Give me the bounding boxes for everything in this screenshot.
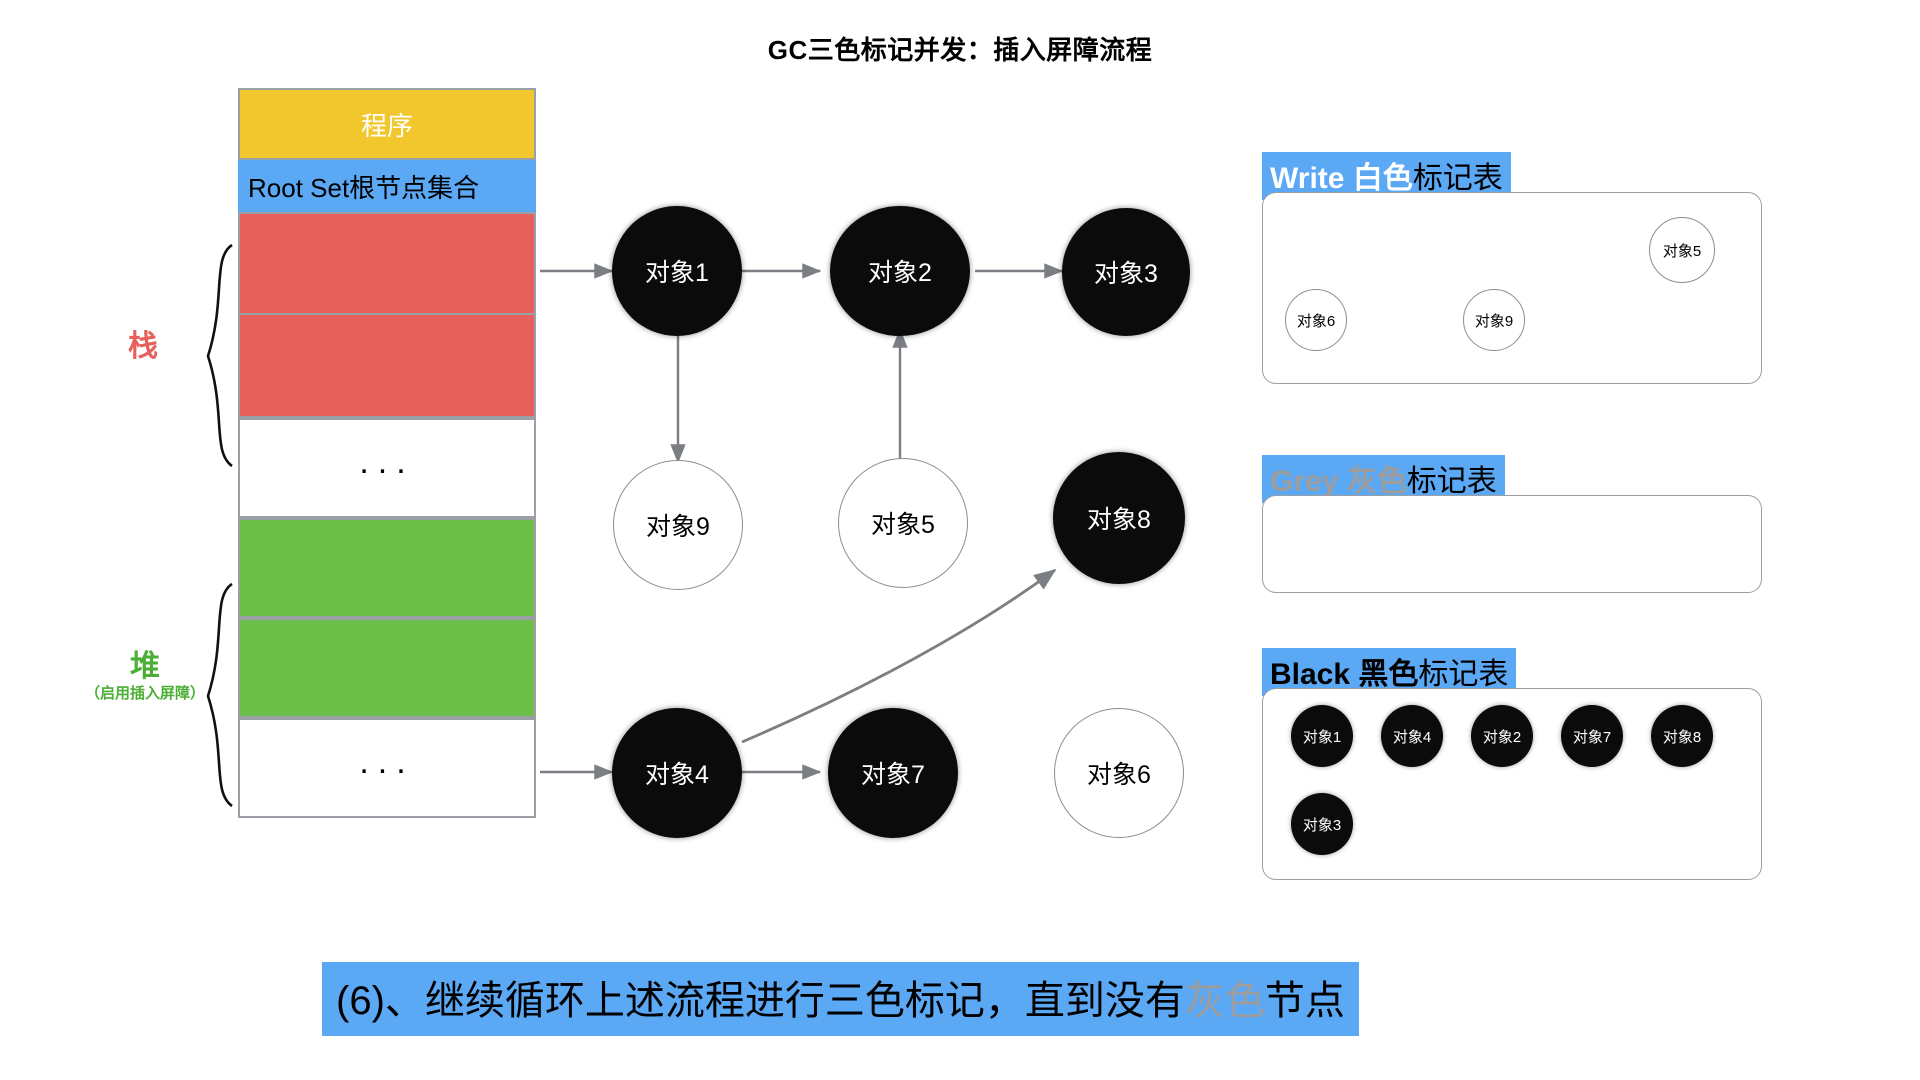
white-table-box: 对象5 对象6 对象9 [1262,192,1762,384]
black-chip-obj1[interactable]: 对象1 [1291,705,1353,767]
grey-mark-table-panel: Grey 灰色标记表 [1262,455,1762,605]
graph-node-obj4[interactable]: 对象4 [612,708,742,838]
graph-node-obj1[interactable]: 对象1 [612,206,742,336]
black-chip-obj2[interactable]: 对象2 [1471,705,1533,767]
step-caption: (6)、继续循环上述流程进行三色标记，直到没有灰色节点 [322,962,1359,1036]
heap-slot-ellipsis: ... [238,718,536,818]
black-table-box: 对象1 对象4 对象2 对象7 对象8 对象3 [1262,688,1762,880]
graph-node-obj2[interactable]: 对象2 [830,206,970,336]
white-chip-obj9[interactable]: 对象9 [1463,289,1525,351]
root-set-box: Root Set根节点集合 [238,160,536,212]
stack-label: 栈 [128,330,158,363]
caption-prefix: (6)、继续循环上述流程进行三色标记，直到没有 [336,979,1185,1023]
graph-node-obj3[interactable]: 对象3 [1062,208,1190,336]
black-chip-obj4[interactable]: 对象4 [1381,705,1443,767]
white-chip-obj5[interactable]: 对象5 [1649,217,1715,283]
stack-slot-ellipsis: ... [238,418,536,518]
graph-node-obj5[interactable]: 对象5 [838,458,968,588]
graph-node-obj8[interactable]: 对象8 [1053,452,1185,584]
heap-slot-2 [238,618,536,718]
white-chip-obj6[interactable]: 对象6 [1285,289,1347,351]
black-mark-table-panel: Black 黑色标记表 对象1 对象4 对象2 对象7 对象8 对象3 [1262,648,1762,898]
graph-node-obj6[interactable]: 对象6 [1054,708,1184,838]
stack-slot-1 [238,212,536,315]
ellipsis-text: ... [359,443,415,481]
caption-highlight: 灰色 [1184,979,1265,1023]
page-title: GC三色标记并发：插入屏障流程 [767,35,1153,65]
black-chip-obj8[interactable]: 对象8 [1651,705,1713,767]
black-chip-obj7[interactable]: 对象7 [1561,705,1623,767]
heap-slot-1 [238,518,536,618]
black-chip-obj3[interactable]: 对象3 [1291,793,1353,855]
white-mark-table-panel: Write 白色标记表 对象5 对象6 对象9 [1262,152,1762,402]
ellipsis-text-2: ... [359,743,415,781]
graph-node-obj7[interactable]: 对象7 [828,708,958,838]
heap-label: 堆 （启用插入屏障） [84,650,205,702]
graph-node-obj9[interactable]: 对象9 [613,460,743,590]
stack-brace [206,243,233,468]
program-box: 程序 [238,88,536,160]
memory-column: 程序 Root Set根节点集合 ... ... [238,88,536,818]
stack-slot-2 [238,315,536,418]
grey-table-box [1262,495,1762,593]
caption-suffix: 节点 [1264,979,1345,1023]
